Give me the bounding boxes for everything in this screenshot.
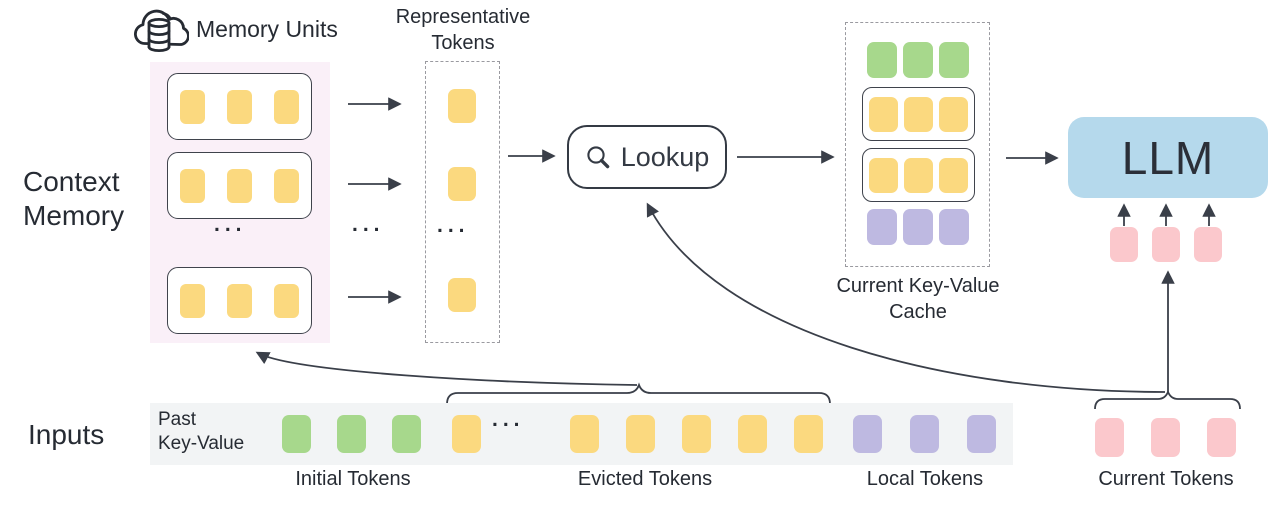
- yellow-token: [738, 415, 767, 453]
- representative-tokens-title: Representative Tokens: [385, 4, 541, 56]
- pink-token: [1110, 227, 1138, 262]
- yellow-token: [939, 96, 968, 132]
- yellow-token: [180, 283, 205, 318]
- initial-tokens-group: [282, 415, 421, 453]
- llm-label: LLM: [1121, 131, 1215, 184]
- purple-token: [853, 415, 882, 453]
- representative-token-slot: [448, 167, 476, 201]
- inputs-label: Inputs: [28, 419, 105, 450]
- purple-token: [902, 209, 933, 245]
- current-kv-cache-box: [845, 22, 990, 267]
- brace-evicted-tokens: [446, 382, 831, 405]
- yellow-token: [794, 415, 823, 453]
- yellow-token: [448, 89, 476, 123]
- yellow-token: [180, 89, 205, 124]
- local-tokens-group: [853, 415, 996, 453]
- pink-token: [1152, 227, 1180, 262]
- cache-row-local: [846, 209, 989, 245]
- green-token: [938, 42, 969, 78]
- yellow-token: [869, 157, 898, 193]
- yellow-token: [274, 168, 299, 203]
- past-kv-line1: Past: [158, 409, 197, 430]
- representative-tokens-box: ...: [425, 61, 500, 343]
- memory-units-title: Memory Units: [196, 16, 338, 42]
- yellow-token: [904, 157, 933, 193]
- green-token: [866, 42, 897, 78]
- yellow-token: [939, 157, 968, 193]
- current-tokens-group: [1095, 418, 1236, 457]
- cloud-database-icon: [129, 1, 190, 61]
- yellow-token: [274, 283, 299, 318]
- pink-token: [1095, 418, 1124, 457]
- lookup-label: Lookup: [620, 141, 710, 172]
- yellow-token: [904, 96, 933, 132]
- yellow-token: [448, 278, 476, 312]
- pink-token: [1207, 418, 1236, 457]
- ellipsis: ...: [437, 214, 470, 237]
- context-memory-label: Context Memory: [23, 165, 124, 233]
- ellipsis: ...: [214, 213, 247, 236]
- pink-token: [1194, 227, 1222, 262]
- purple-token: [866, 209, 897, 245]
- representative-title-line1: Representative: [395, 6, 531, 28]
- local-tokens-label: Local Tokens: [866, 468, 984, 490]
- evicted-tokens-group: [452, 415, 481, 453]
- green-token: [902, 42, 933, 78]
- cache-title-line1: Current Key-Value: [836, 275, 1000, 297]
- cache-row-memory-unit: [862, 87, 975, 141]
- purple-token: [938, 209, 969, 245]
- search-icon: [585, 144, 612, 171]
- green-token: [337, 415, 366, 453]
- pink-token: [1151, 418, 1180, 457]
- evicted-tokens-label: Evicted Tokens: [577, 468, 713, 490]
- yellow-token: [227, 283, 252, 318]
- context-memory-line1: Context: [23, 166, 120, 197]
- yellow-token: [570, 415, 599, 453]
- ellipsis: ...: [492, 408, 525, 431]
- yellow-token: [448, 167, 476, 201]
- evicted-tokens-group: [570, 415, 823, 453]
- yellow-token: [869, 96, 898, 132]
- yellow-token: [682, 415, 711, 453]
- cache-title-line2: Cache: [889, 301, 947, 323]
- memory-unit-card: [167, 152, 312, 219]
- curve-evicted-to-memory: [255, 351, 638, 386]
- yellow-token: [227, 89, 252, 124]
- representative-token-slot: [448, 89, 476, 123]
- purple-token: [967, 415, 996, 453]
- memory-unit-card: [167, 73, 312, 140]
- brace-current-tokens: [1094, 389, 1241, 410]
- purple-token: [910, 415, 939, 453]
- representative-token-slot: [448, 278, 476, 312]
- yellow-token: [274, 89, 299, 124]
- yellow-token: [626, 415, 655, 453]
- cache-row-memory-unit: [862, 148, 975, 202]
- past-kv-label: Past Key-Value: [158, 408, 244, 456]
- current-tokens-label: Current Tokens: [1098, 468, 1234, 490]
- initial-tokens-label: Initial Tokens: [295, 468, 411, 490]
- current-kv-cache-title: Current Key-Value Cache: [818, 273, 1018, 325]
- yellow-token: [180, 168, 205, 203]
- llm-input-tokens: [1110, 227, 1222, 262]
- context-memory-line2: Memory: [23, 200, 125, 231]
- yellow-token: [227, 168, 252, 203]
- llm-box: LLM: [1068, 117, 1268, 198]
- cache-row-initial: [846, 42, 989, 78]
- memory-unit-card: [167, 267, 312, 334]
- lookup-button: Lookup: [567, 125, 727, 189]
- representative-title-line2: Tokens: [431, 32, 495, 54]
- memory-panel: ...: [150, 62, 330, 343]
- ellipsis: ...: [352, 213, 385, 236]
- green-token: [282, 415, 311, 453]
- past-kv-line2: Key-Value: [158, 433, 245, 454]
- yellow-token: [452, 415, 481, 453]
- green-token: [392, 415, 421, 453]
